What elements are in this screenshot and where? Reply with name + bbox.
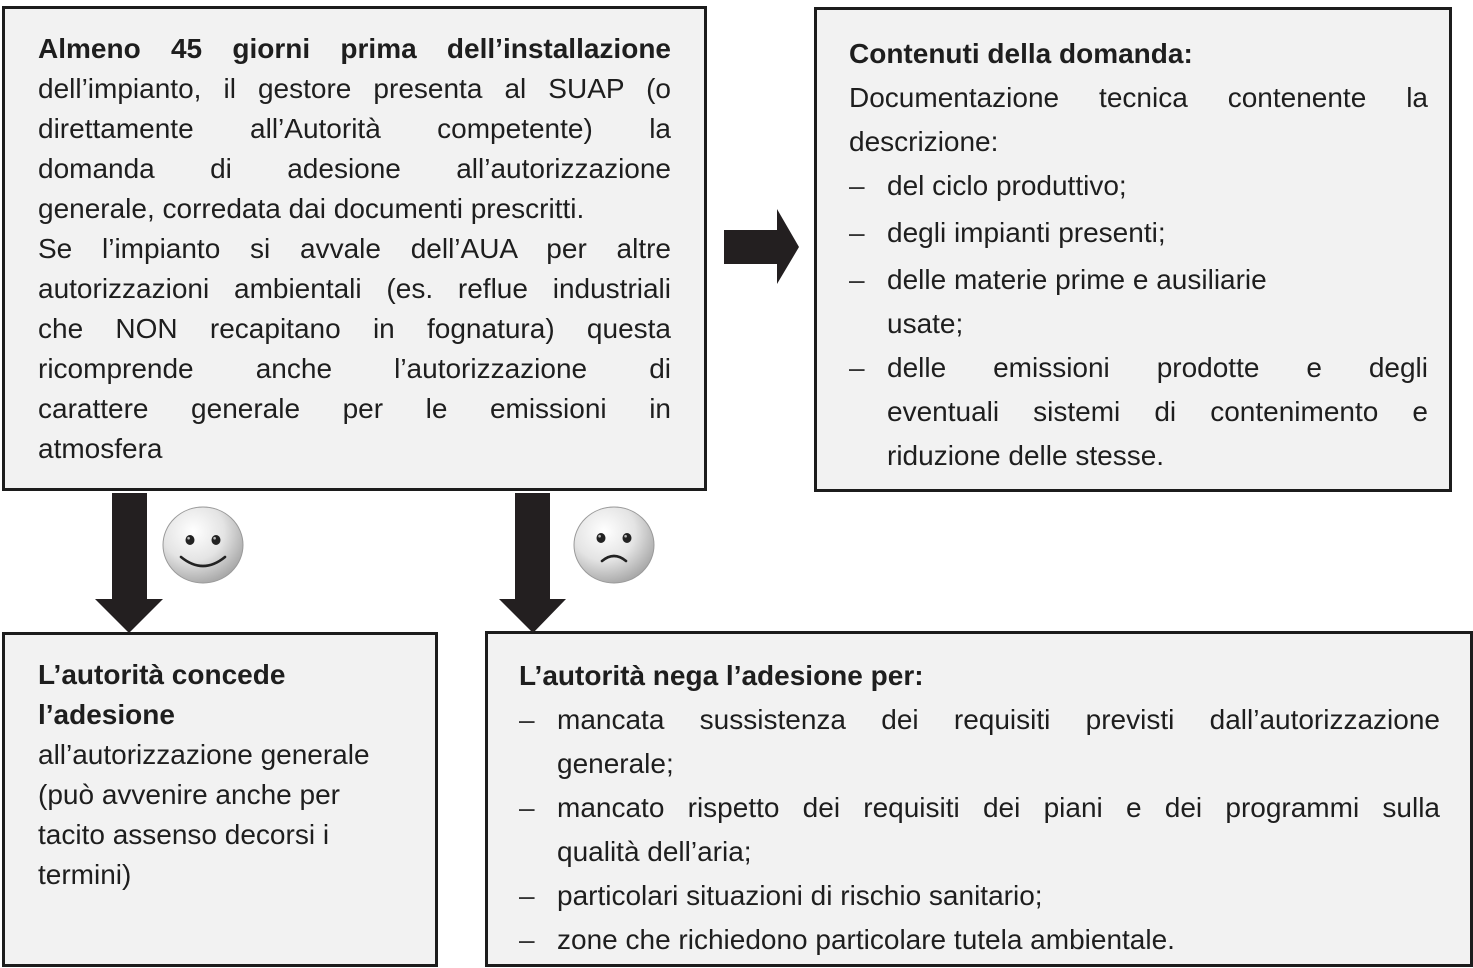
contents-item: – delle materie prime e ausiliarie usate… <box>849 258 1428 346</box>
contents-item: – degli impianti presenti; <box>849 211 1428 255</box>
deny-item-line: mancata sussistenza dei requisiti previs… <box>557 704 1440 735</box>
deny-item: – particolari situazioni di rischio sani… <box>519 874 1440 918</box>
grant-body-line-4: termini) <box>38 859 132 890</box>
request-line-11: atmosfera <box>38 433 163 464</box>
contents-item-line: riduzione delle stesse. <box>887 440 1165 471</box>
deny-title: L’autorità nega l’adesione per: <box>519 660 924 691</box>
grant-body-line-1: all’autorizzazione generale <box>38 739 370 770</box>
request-line-1: Almeno 45 giorni prima dell’installazion… <box>38 33 671 64</box>
request-line-7: autorizzazioni ambientali (es. reflue in… <box>38 273 671 304</box>
contents-title: Contenuti della domanda: <box>849 38 1193 69</box>
request-line-8: che NON recapitano in fognatura) questa <box>38 313 671 344</box>
arrow-down-icon <box>499 493 566 633</box>
contents-intro-line-2: descrizione: <box>849 126 999 157</box>
contents-intro-line-1: Documentazione tecnica contenente la <box>849 82 1428 113</box>
dash-bullet-icon: – <box>849 352 865 383</box>
grant-title-line-1: L’autorità concede <box>38 659 286 690</box>
contents-item-line: delle emissioni prodotte e degli <box>887 352 1428 383</box>
deny-item: – mancata sussistenza dei requisiti prev… <box>519 698 1440 786</box>
deny-item: – mancato rispetto dei requisiti dei pia… <box>519 786 1440 874</box>
grant-body-line-3: tacito assenso decorsi i <box>38 819 330 850</box>
contents-item-line: delle materie prime e ausiliarie <box>887 264 1267 295</box>
deny-item-line: particolari situazioni di rischio sanita… <box>557 880 1043 911</box>
dash-bullet-icon: – <box>849 217 865 248</box>
deny-item-line: generale; <box>557 748 674 779</box>
deny-item-line: zone che richiedono particolare tutela a… <box>557 924 1175 955</box>
request-line-9: ricomprende anche l’autorizzazione di <box>38 353 671 384</box>
contents-item: – delle emissioni prodotte e degli event… <box>849 346 1428 478</box>
dash-bullet-icon: – <box>519 792 535 823</box>
request-line-2: dell’impianto, il gestore presenta al SU… <box>38 73 671 104</box>
grant-body-line-2: (può avvenire anche per <box>38 779 340 810</box>
dash-bullet-icon: – <box>519 924 535 955</box>
contents-item-line: usate; <box>887 308 964 339</box>
contents-box: Contenuti della domanda: Documentazione … <box>814 7 1452 492</box>
request-box: Almeno 45 giorni prima dell’installazion… <box>2 6 707 491</box>
dash-bullet-icon: – <box>519 704 535 735</box>
contents-item: – del ciclo produttivo; <box>849 164 1428 208</box>
request-line-5: generale, corredata dai documenti prescr… <box>38 193 585 224</box>
dash-bullet-icon: – <box>519 880 535 911</box>
deny-item-line: qualità dell’aria; <box>557 836 752 867</box>
dash-bullet-icon: – <box>849 170 865 201</box>
arrow-right-icon <box>724 209 799 284</box>
deny-item-line: mancato rispetto dei requisiti dei piani… <box>557 792 1440 823</box>
deny-item: – zone che richiedono particolare tutela… <box>519 918 1440 962</box>
contents-item-line: eventuali sistemi di contenimento e <box>887 396 1428 427</box>
smiley-sad-icon <box>573 506 655 584</box>
arrow-down-icon <box>95 493 163 633</box>
deny-box: L’autorità nega l’adesione per: – mancat… <box>485 631 1473 967</box>
smiley-happy-icon <box>162 506 244 584</box>
dash-bullet-icon: – <box>849 264 865 295</box>
request-line-10: carattere generale per le emissioni in <box>38 393 671 424</box>
contents-item-line: del ciclo produttivo; <box>887 170 1127 201</box>
request-line-4: domanda di adesione all’autorizzazione <box>38 153 671 184</box>
request-line-3: direttamente all’Autorità competente) la <box>38 113 671 144</box>
contents-item-line: degli impianti presenti; <box>887 217 1166 248</box>
grant-title-line-2: l’adesione <box>38 699 175 730</box>
request-line-6: Se l’impianto si avvale dell’AUA per alt… <box>38 233 671 264</box>
grant-box: L’autorità concede l’adesione all’autori… <box>2 632 438 967</box>
